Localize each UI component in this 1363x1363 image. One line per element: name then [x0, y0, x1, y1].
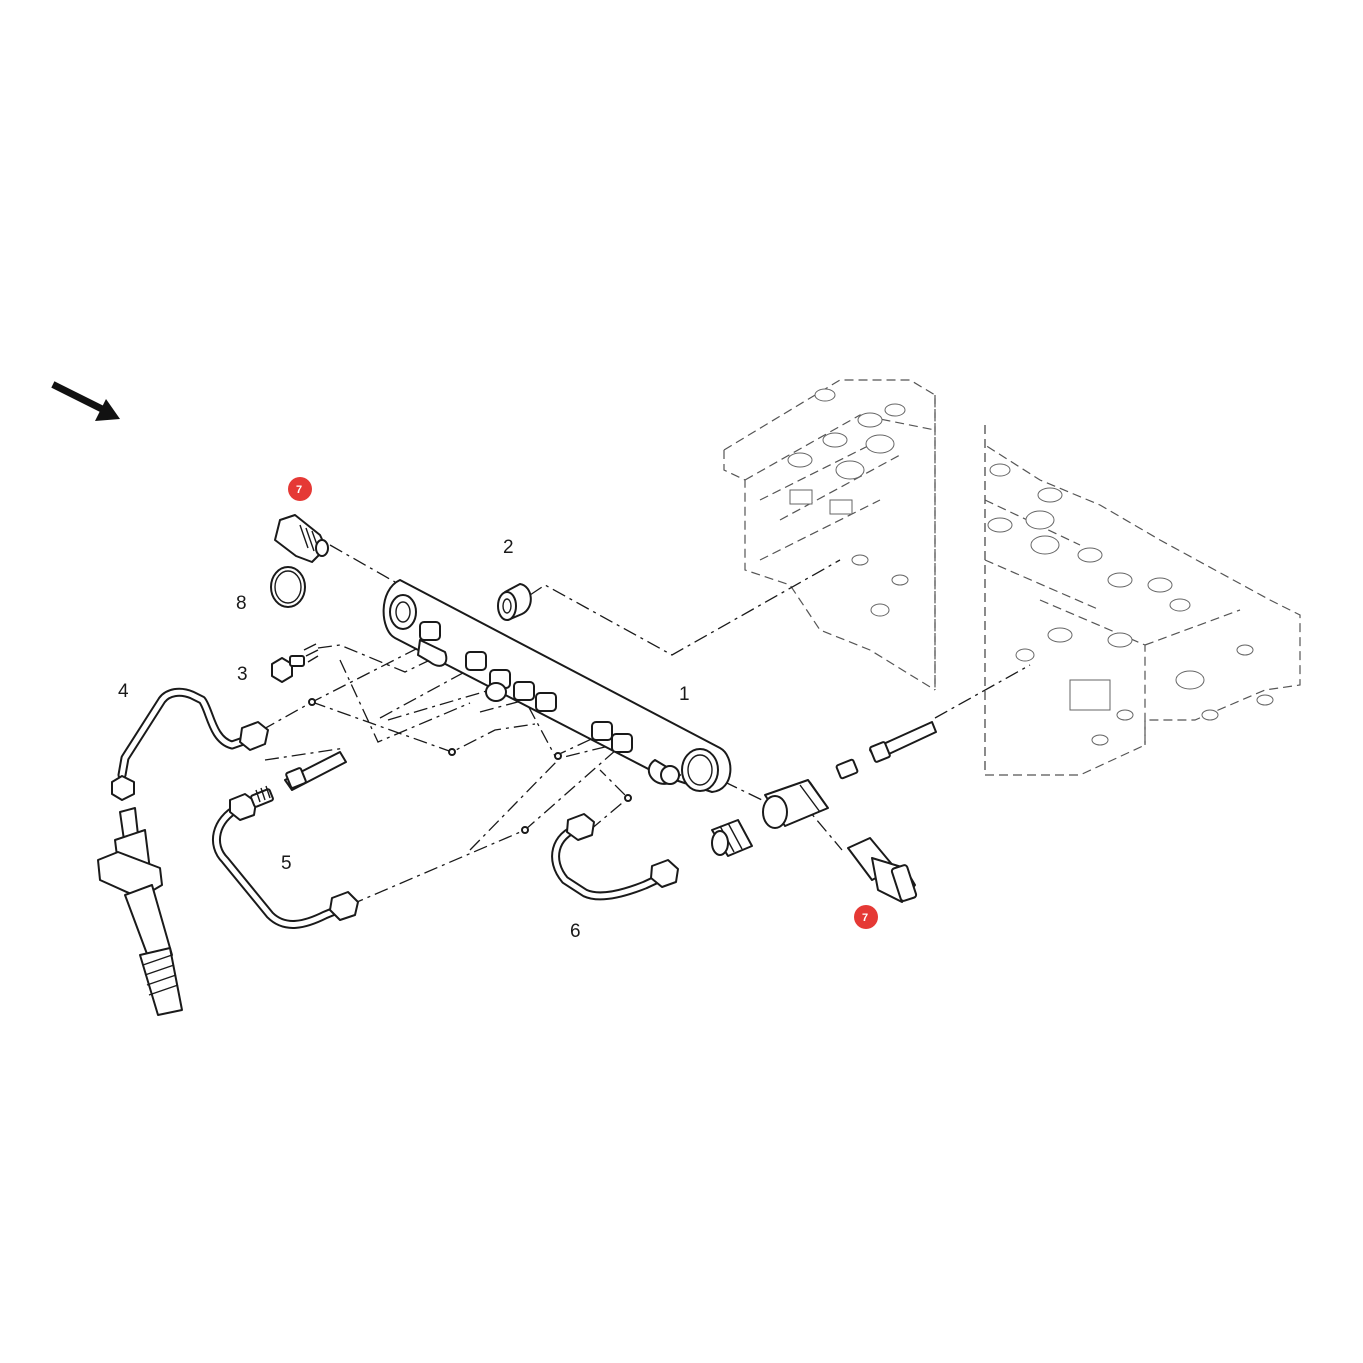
label-fuel-rail: 1 [679, 684, 690, 705]
fuel-rail[interactable] [382, 579, 732, 793]
injector-nozzle-left[interactable] [250, 751, 347, 808]
seal-washers [308, 698, 632, 834]
rail-outlet-fittings [419, 621, 680, 785]
injector-pipe[interactable] [111, 687, 269, 801]
svg-text:7: 7 [862, 912, 868, 924]
fuel-injector[interactable] [97, 807, 183, 1016]
label-pipe-5: 5 [281, 853, 292, 874]
high-pressure-pipe-6[interactable] [551, 813, 679, 901]
label-injector-pipe: 4 [118, 681, 129, 702]
arrow-down-right-icon [51, 381, 120, 421]
label-pipe-6: 6 [570, 921, 581, 942]
o-ring-seal[interactable] [270, 566, 306, 608]
mounting-bolt[interactable] [271, 643, 319, 683]
rail-pressure-sensor[interactable] [847, 837, 918, 903]
label-bolt: 3 [237, 664, 248, 685]
threaded-adapter[interactable] [711, 819, 753, 857]
pressure-relief-valve[interactable] [274, 514, 329, 563]
sensor-housing[interactable] [762, 779, 829, 829]
spacer-sleeve[interactable] [497, 583, 532, 621]
svg-text:7: 7 [296, 484, 302, 496]
label-spacer: 2 [503, 537, 514, 558]
badge-bottom[interactable]: 7 [854, 905, 878, 929]
injector-nozzle-right[interactable] [835, 721, 937, 780]
cylinder-head-phantom [723, 379, 1301, 776]
label-seal-ring: 8 [236, 593, 247, 614]
badge-top[interactable]: 7 [288, 477, 312, 501]
high-pressure-pipe-5[interactable] [212, 793, 359, 929]
